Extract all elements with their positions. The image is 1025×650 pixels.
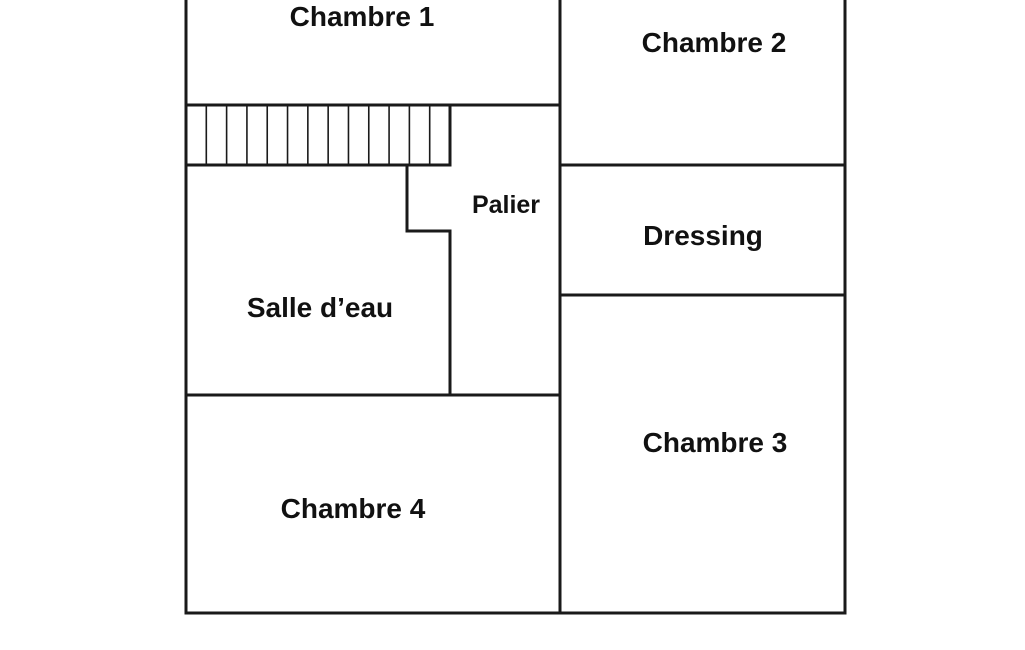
stairs-outline (184, 103, 452, 167)
room-label-salle-deau: Salle d’eau (247, 292, 393, 323)
room-label-chambre-4: Chambre 4 (281, 493, 426, 524)
room-label-palier: Palier (472, 191, 540, 219)
room-label-chambre-3: Chambre 3 (643, 427, 788, 458)
outer-wall (184, 0, 847, 615)
salle-deau-wall (405, 163, 452, 397)
room-label-dressing: Dressing (643, 220, 763, 251)
walls (184, 0, 847, 615)
room-label-chambre-1: Chambre 1 (290, 1, 435, 32)
staircase (205, 105, 431, 165)
room-label-chambre-2: Chambre 2 (642, 27, 787, 58)
